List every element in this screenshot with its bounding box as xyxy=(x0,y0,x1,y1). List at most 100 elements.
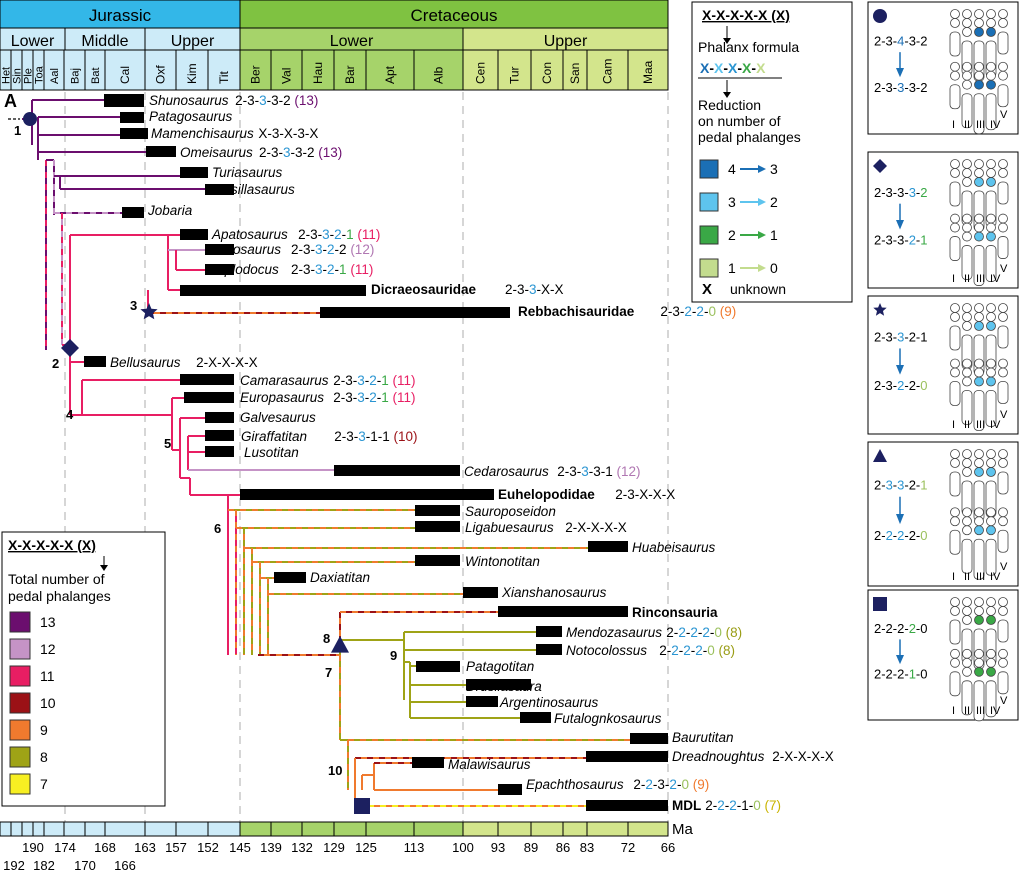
arrow-down-icon xyxy=(896,655,904,665)
metatarsal-bone xyxy=(997,325,1009,349)
digit-label: V xyxy=(1000,561,1008,573)
phalanx-bone xyxy=(986,367,996,378)
taxon-name: Bellusaurus xyxy=(110,355,181,370)
phalanx-bone xyxy=(974,303,984,313)
phalanx-bone xyxy=(986,606,996,616)
phalanx-formula-before: 2-3-3-2-1 xyxy=(874,330,927,345)
metatarsal-bone xyxy=(949,619,961,645)
unknown-label: unknown xyxy=(730,281,786,297)
phalanx-bone xyxy=(986,177,996,187)
range-bar xyxy=(205,244,234,255)
taxon-name: Drusilasaura xyxy=(466,679,542,694)
metatarsal-bone xyxy=(961,680,973,716)
digit-label: V xyxy=(1000,109,1008,121)
stage-label: Apt xyxy=(383,65,397,84)
phalanx-bone xyxy=(986,657,996,668)
axis-tick-label: 157 xyxy=(165,840,187,855)
total-swatch xyxy=(9,611,31,633)
epoch-label: Lower xyxy=(330,33,374,50)
taxon-daxiatitan: Daxiatitan xyxy=(310,570,370,585)
phalanx-bone xyxy=(986,666,996,677)
epoch-label: Upper xyxy=(544,33,588,50)
taxon-wintonotitan: Wintonotitan xyxy=(465,554,540,569)
axis-cell xyxy=(10,821,23,837)
node-number: 4 xyxy=(66,407,74,422)
phalanx-bone xyxy=(998,648,1008,659)
phalanx-bone xyxy=(950,597,960,607)
taxon-name: Futalognkosaurus xyxy=(554,711,662,726)
phalanx-formula: 2-2-2-2-0 (8) xyxy=(659,643,735,658)
digit-label: I xyxy=(952,119,955,131)
range-bar xyxy=(84,356,106,367)
phalanx-formula: 2-2-2-2-0 (8) xyxy=(666,625,742,640)
total-value: 12 xyxy=(40,641,56,657)
digit-label: IV xyxy=(990,705,1001,717)
node-star-icon xyxy=(873,303,887,316)
total-swatch xyxy=(9,638,31,660)
phalanx-bone xyxy=(974,507,984,518)
taxon-huabeisaurus: Huabeisaurus xyxy=(632,540,716,555)
axis-tick-label: 66 xyxy=(661,840,675,855)
taxon-name: Jobaria xyxy=(147,203,193,218)
range-bars xyxy=(84,94,668,811)
phalanx-bone xyxy=(962,367,972,378)
axis-cell xyxy=(21,821,34,837)
metatarsal-bone xyxy=(973,245,985,286)
phalanx-bone xyxy=(962,27,972,37)
stage-label: Bat xyxy=(90,67,102,84)
phalanx-bone xyxy=(986,516,996,527)
range-bar xyxy=(520,712,551,723)
phalanx-bone xyxy=(986,27,996,37)
metatarsal-bone xyxy=(985,390,997,427)
arrow-down-icon xyxy=(100,565,108,571)
phalanx-formula: 2-3-3-2-1 (11) xyxy=(333,373,415,388)
digit-label: II xyxy=(964,273,970,285)
phalanx-bone xyxy=(998,657,1008,668)
phalanx-bone xyxy=(962,61,972,72)
phalanx-bone xyxy=(950,213,960,224)
stage-cell xyxy=(627,49,669,91)
taxon-name: Omeisaurus xyxy=(180,145,253,160)
taxon-name: Daxiatitan xyxy=(310,570,370,585)
axis-tick-label: 166 xyxy=(114,858,136,873)
taxon-baurutitan: Baurutitan xyxy=(672,730,734,745)
range-bar xyxy=(463,587,498,598)
metatarsal-bone xyxy=(949,671,961,697)
phalanx-bone xyxy=(974,657,984,668)
phalanx-bone xyxy=(950,507,960,518)
axis-tick-label: 113 xyxy=(404,840,425,855)
axis-tick-label: 139 xyxy=(260,840,282,855)
node-triangle-icon xyxy=(331,636,349,653)
phalanx-bone xyxy=(974,525,984,536)
axis-tick-label: 145 xyxy=(229,840,251,855)
stage-cell xyxy=(270,49,303,91)
metatarsal-bone xyxy=(997,671,1009,695)
axis-tick-label: 86 xyxy=(556,840,570,855)
phalanx-bone xyxy=(962,606,972,616)
legend-total-title: X-X-X-X-X (X) xyxy=(8,537,96,553)
node-symbols xyxy=(8,112,370,814)
axis-cell xyxy=(627,821,669,837)
node-star-icon xyxy=(140,303,158,320)
taxon-name: Xianshanosaurus xyxy=(501,585,607,600)
taxon-name: Malawisaurus xyxy=(448,757,531,772)
phalanx-bone xyxy=(962,79,972,90)
axis-cell xyxy=(175,821,209,837)
stage-cell xyxy=(175,49,209,91)
period-label: Cretaceous xyxy=(411,6,498,25)
reduction-swatch xyxy=(699,258,719,278)
taxon-name: Mamenchisaurus xyxy=(151,126,254,141)
phalanx-bone xyxy=(962,376,972,387)
stage-label: Cen xyxy=(474,62,488,84)
phalanx-bone xyxy=(974,597,984,607)
phalanx-bone xyxy=(950,516,960,527)
axis-tick-label: 152 xyxy=(197,840,219,855)
digit-label: II xyxy=(964,571,970,583)
